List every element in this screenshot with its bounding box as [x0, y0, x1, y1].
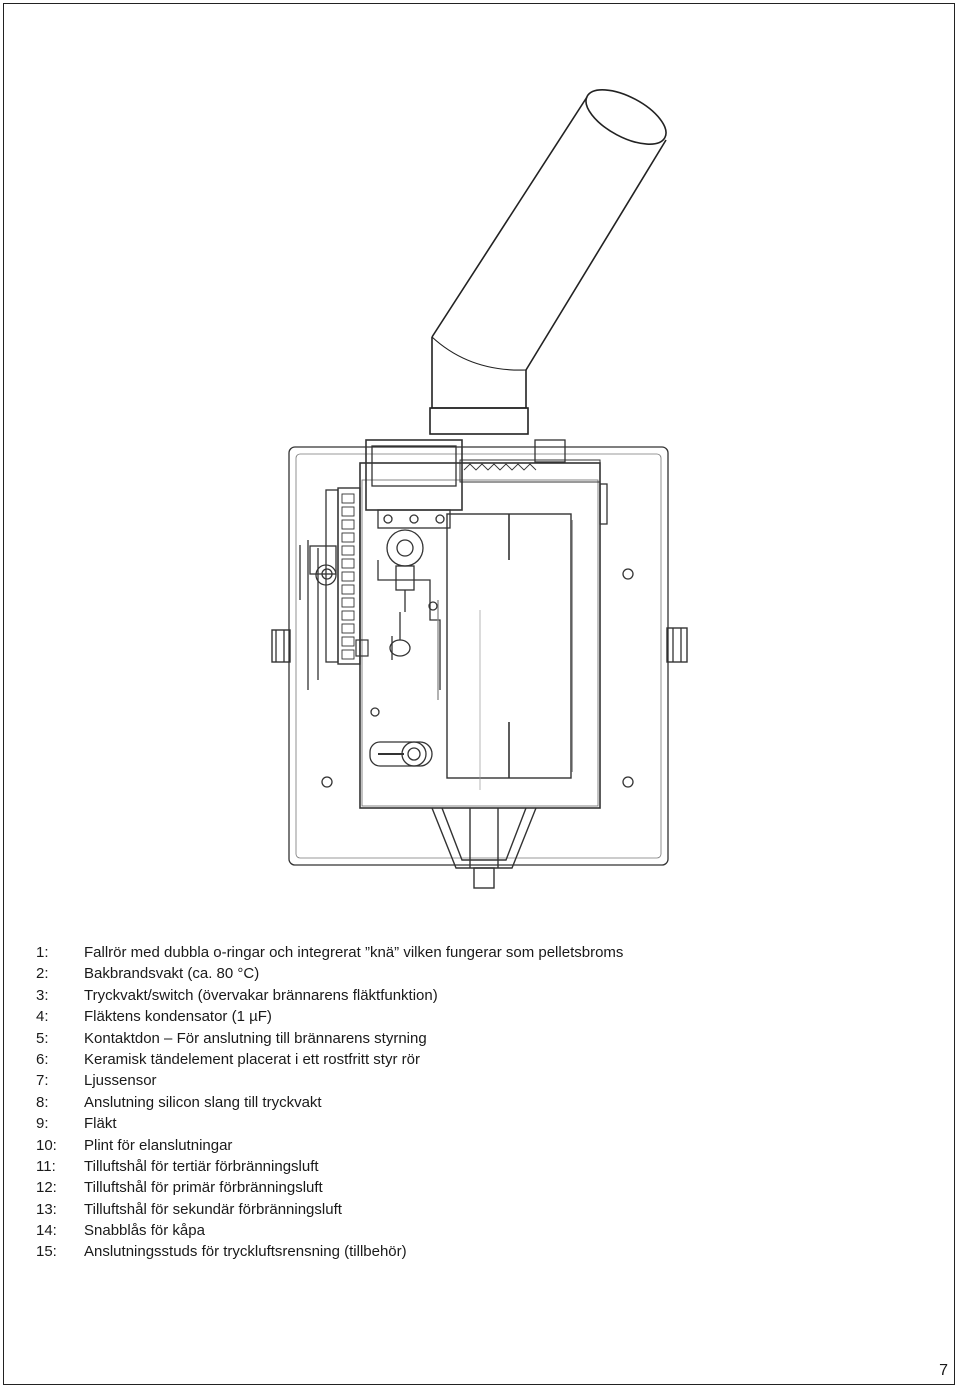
legend-number: 9:	[36, 1115, 49, 1133]
legend-number: 12:	[36, 1179, 57, 1197]
legend-item: 2: Bakbrandsvakt (ca. 80 °C)	[36, 963, 623, 984]
flange-hole-br	[622, 776, 634, 788]
legend-number: 6:	[36, 1050, 49, 1068]
legend-text: Snabblås för kåpa	[84, 1222, 205, 1240]
legend-text: Bakbrandsvakt (ca. 80 °C)	[84, 965, 260, 983]
legend-text: Fläktens kondensator (1 µF)	[84, 1008, 272, 1026]
legend-text: Fläkt	[84, 1115, 117, 1133]
legend-item: 11: Tilluftshål för tertiär förbränningsl…	[36, 1156, 623, 1177]
legend-item: 15: Anslutningsstuds för tryckluftsrensni…	[36, 1241, 623, 1262]
legend-number: 15:	[36, 1243, 57, 1261]
legend-text: Ljussensor	[84, 1072, 157, 1090]
legend-item: 13: Tilluftshål för sekundär förbrännings…	[36, 1199, 623, 1220]
legend-number: 11:	[36, 1157, 56, 1175]
legend-number: 7:	[36, 1072, 49, 1090]
legend-item: 9: Fläkt	[36, 1113, 623, 1134]
legend-item: 10: Plint för elanslutningar	[36, 1135, 623, 1156]
legend-item: 6: Keramisk tändelement placerat i ett ro…	[36, 1049, 623, 1070]
page-border	[3, 3, 955, 1385]
flange-hole-bl	[321, 776, 333, 788]
legend-text: Anslutningsstuds för tryckluftsrensning …	[84, 1243, 407, 1261]
light-sensor	[389, 612, 411, 660]
legend-number: 13:	[36, 1200, 57, 1218]
burner-body	[359, 439, 608, 809]
bottom-nozzle	[431, 807, 537, 889]
pressure-switch	[365, 439, 463, 511]
flange-hole-tr	[622, 568, 634, 580]
page-number: 7	[939, 1362, 948, 1379]
side-lug-left	[271, 629, 291, 663]
side-lug-right	[666, 627, 688, 663]
legend-text: Tilluftshål för tertiär förbränningsluft	[84, 1157, 319, 1175]
legend-number: 10:	[36, 1136, 57, 1154]
legend-item: 4: Fläktens kondensator (1 µF)	[36, 1006, 623, 1027]
legend-text: Plint för elanslutningar	[84, 1136, 233, 1154]
legend-number: 8:	[36, 1093, 49, 1111]
legend-item: 12: Tilluftshål för primär förbränningslu…	[36, 1177, 623, 1198]
legend-number: 14:	[36, 1222, 57, 1240]
legend-text: Tilluftshål för sekundär förbränningsluf…	[84, 1200, 342, 1218]
air-inlet-cap	[369, 741, 433, 767]
legend-item: 14: Snabblås för kåpa	[36, 1220, 623, 1241]
legend-item: 7: Ljussensor	[36, 1070, 623, 1091]
legend-text: Fallrör med dubbla o-ringar och integrer…	[84, 944, 624, 961]
legend-number: 5:	[36, 1029, 49, 1047]
flange-plate	[288, 446, 669, 866]
capacitor	[386, 529, 424, 567]
legend-text: Anslutning silicon slang till tryckvakt	[84, 1093, 322, 1111]
legend-number: 3:	[36, 986, 49, 1004]
legend-item: 5: Kontaktdon – För anslutning till bränn…	[36, 1028, 623, 1049]
terminal-block	[299, 487, 369, 690]
legend-text: Tryckvakt/switch (övervakar brännarens f…	[84, 986, 438, 1004]
burner-technical-drawing	[271, 89, 688, 889]
feed-tube	[429, 89, 667, 435]
legend-number: 4:	[36, 1008, 49, 1026]
legend-text: Kontaktdon – För anslutning till brännar…	[84, 1029, 427, 1047]
legend-number: 1:	[36, 944, 49, 961]
legend-item: 1: Fallrör med dubbla o-ringar och integr…	[36, 942, 623, 963]
legend-text: Keramisk tändelement placerat i ett rost…	[84, 1050, 420, 1068]
legend-item: 3: Tryckvakt/switch (övervakar brännarens…	[36, 985, 623, 1006]
legend-number: 2:	[36, 965, 49, 983]
legend-text: Tilluftshål för primär förbränningsluft	[84, 1179, 323, 1197]
legend-item: 8: Anslutning silicon slang till tryckvak…	[36, 1092, 623, 1113]
flange-plate-inner	[295, 453, 662, 859]
component-legend: 1: Fallrör med dubbla o-ringar och integr…	[36, 942, 623, 1263]
